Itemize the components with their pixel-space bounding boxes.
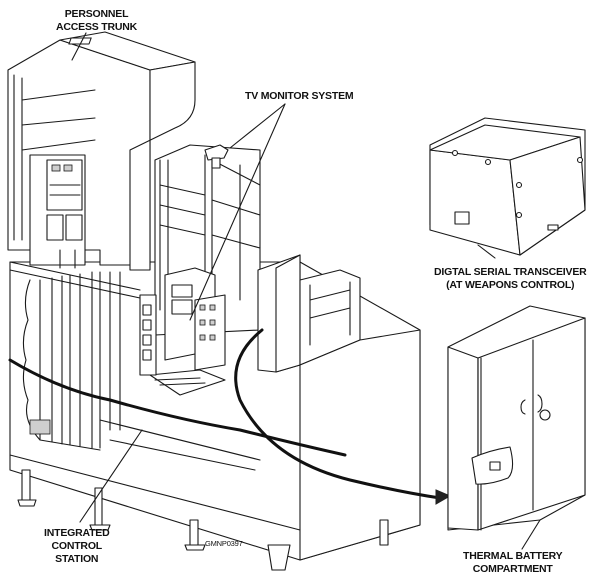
label-line: CONTROL	[51, 540, 102, 552]
label-line: COMPARTMENT	[472, 563, 553, 575]
label-personnel-access-trunk: PERSONNEL ACCESS TRUNK	[56, 8, 137, 34]
arrow-icon	[435, 489, 452, 505]
right-enclosure	[257, 254, 421, 561]
label-tv-monitor-system: TV MONITOR SYSTEM	[245, 90, 354, 103]
personnel-access-trunk	[7, 31, 196, 271]
label-digital-serial-transceiver: DIGTAL SERIAL TRANSCEIVER (AT WEAPONS CO…	[434, 266, 587, 292]
cable	[8, 358, 347, 457]
label-line: DIGTAL SERIAL TRANSCEIVER	[434, 266, 587, 278]
digital-serial-transceiver	[429, 117, 586, 256]
leader-lines	[71, 32, 541, 550]
tv-monitor-camera	[204, 144, 229, 169]
label-line: THERMAL BATTERY	[463, 550, 563, 562]
cable-curve	[234, 328, 442, 500]
figure-id: GMNP0397	[205, 539, 243, 548]
label-line: ACCESS TRUNK	[56, 21, 138, 33]
label-line: (AT WEAPONS CONTROL)	[446, 279, 575, 291]
label-line: STATION	[55, 553, 99, 565]
label-line: PERSONNEL	[64, 8, 129, 20]
label-thermal-battery-compartment: THERMAL BATTERY COMPARTMENT	[463, 550, 563, 576]
label-line: INTEGRATED	[44, 527, 110, 539]
thermal-battery-compartment	[447, 305, 586, 531]
label-line: TV MONITOR SYSTEM	[245, 90, 354, 102]
launcher-structure	[7, 31, 421, 571]
label-integrated-control-station: INTEGRATED CONTROL STATION	[44, 527, 110, 566]
